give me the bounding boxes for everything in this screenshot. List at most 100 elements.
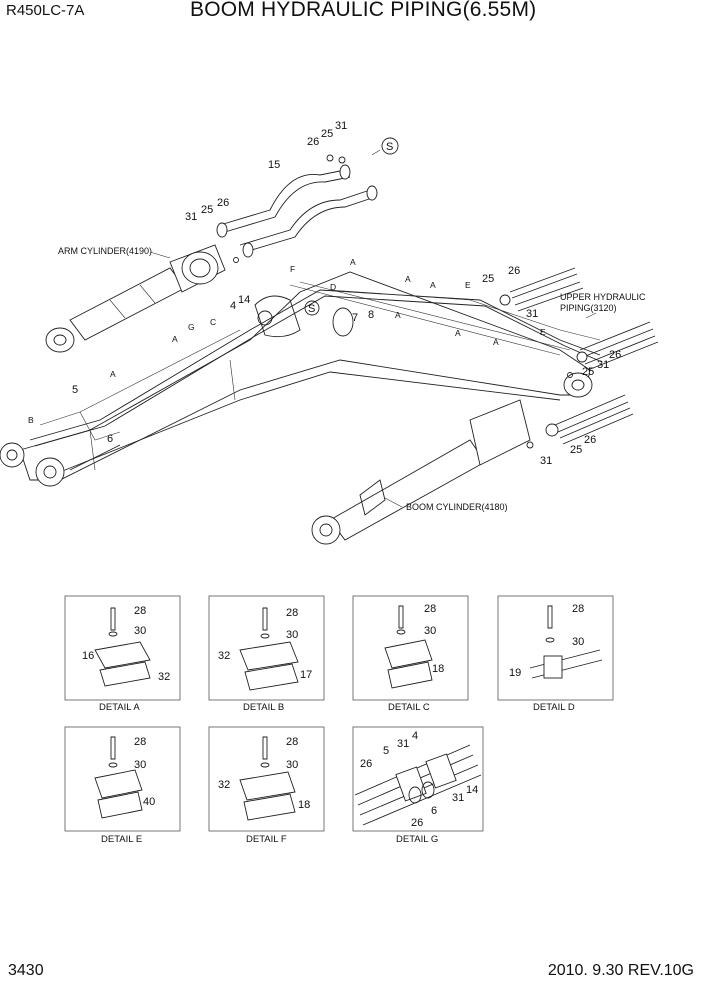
page-title: BOOM HYDRAULIC PIPING(6.55M) [190,0,537,21]
svg-text:16: 16 [82,650,94,662]
svg-text:6: 6 [107,433,113,445]
boom-structure [0,271,593,487]
svg-text:DETAIL A: DETAIL A [99,702,140,713]
svg-text:G: G [188,322,195,332]
svg-text:25: 25 [582,366,594,378]
svg-text:31: 31 [397,738,409,750]
svg-text:6: 6 [431,805,437,817]
detail-a: 28 30 16 32 DETAIL A [64,595,181,713]
svg-text:30: 30 [424,625,436,637]
detail-f: 28 30 32 18 DETAIL F [208,726,325,845]
svg-text:26: 26 [584,434,596,446]
svg-text:DETAIL G: DETAIL G [396,834,438,845]
svg-text:26: 26 [508,265,520,277]
svg-text:4: 4 [230,300,236,312]
svg-text:A: A [110,369,116,379]
revision-date: 2010. 9.30 REV.10G [547,962,694,979]
svg-text:26: 26 [411,817,423,829]
s-marker-boom: S [304,300,320,316]
svg-text:26: 26 [609,349,621,361]
svg-text:40: 40 [143,796,155,808]
detail-b: 28 30 32 17 DETAIL B [208,595,325,713]
svg-text:C: C [210,317,216,327]
detail-g: 4 5 31 26 6 31 14 26 DETAIL G [352,726,484,845]
svg-text:5: 5 [72,384,78,396]
svg-text:E: E [540,327,546,337]
svg-text:30: 30 [286,759,298,771]
svg-text:28: 28 [424,603,436,615]
arm-cylinder [45,244,226,353]
detail-d: 28 30 19 DETAIL D [497,595,614,713]
svg-text:DETAIL C: DETAIL C [388,702,430,713]
arm-cylinder-label: ARM CYLINDER(4190) [58,246,152,256]
hose-assembly-15 [216,154,378,263]
svg-text:18: 18 [298,799,310,811]
upper-piping-label-2: PIPING(3120) [560,303,617,313]
svg-text:8: 8 [368,309,374,321]
page-number: 3430 [8,962,44,979]
svg-text:28: 28 [286,736,298,748]
svg-text:26: 26 [360,758,372,770]
svg-text:31: 31 [526,308,538,320]
s-marker-top: S [371,137,399,156]
boom-cylinder-label: BOOM CYLINDER(4180) [406,502,508,512]
svg-text:A: A [405,274,411,284]
svg-text:25: 25 [321,128,333,140]
boom-cylinder [311,399,531,545]
svg-text:4: 4 [412,730,418,742]
svg-text:25: 25 [570,444,582,456]
svg-text:31: 31 [452,792,464,804]
svg-text:30: 30 [572,636,584,648]
svg-text:31: 31 [335,120,347,132]
svg-text:A: A [172,334,178,344]
svg-text:D: D [330,282,336,292]
callouts: 31 25 26 15 31 25 26 4 14 5 6 7 8 25 26 … [28,120,621,467]
svg-text:15: 15 [268,159,280,171]
svg-text:S: S [386,141,393,153]
svg-text:S: S [308,303,315,315]
svg-text:32: 32 [218,650,230,662]
upper-piping-label-1: UPPER HYDRAULIC [560,292,646,302]
boom-pipes [29,289,603,447]
svg-text:25: 25 [201,204,213,216]
svg-text:32: 32 [158,671,170,683]
svg-text:B: B [28,415,34,425]
svg-text:7: 7 [352,312,358,324]
svg-text:14: 14 [466,784,478,796]
svg-text:A: A [455,328,461,338]
svg-text:28: 28 [572,603,584,615]
svg-text:DETAIL D: DETAIL D [533,702,575,713]
detail-e: 28 30 40 DETAIL E [64,726,181,845]
svg-text:A: A [395,310,401,320]
svg-text:26: 26 [307,136,319,148]
svg-text:28: 28 [134,736,146,748]
svg-text:19: 19 [509,667,521,679]
svg-text:26: 26 [217,197,229,209]
svg-text:31: 31 [185,211,197,223]
svg-text:30: 30 [134,625,146,637]
svg-text:DETAIL B: DETAIL B [243,702,284,713]
detail-c: 28 30 18 DETAIL C [352,595,469,713]
svg-text:28: 28 [134,605,146,617]
svg-text:31: 31 [597,359,609,371]
svg-text:A: A [493,337,499,347]
svg-text:30: 30 [134,759,146,771]
svg-text:DETAIL E: DETAIL E [101,834,142,845]
model-number: R450LC-7A [6,2,85,19]
svg-text:17: 17 [300,669,312,681]
svg-text:F: F [290,264,295,274]
svg-text:E: E [465,280,471,290]
svg-text:31: 31 [540,455,552,467]
svg-text:18: 18 [432,663,444,675]
upper-hoses [499,267,659,449]
svg-text:DETAIL F: DETAIL F [246,834,287,845]
svg-text:25: 25 [482,273,494,285]
svg-text:32: 32 [218,779,230,791]
svg-text:A: A [350,257,356,267]
svg-text:28: 28 [286,607,298,619]
svg-text:14: 14 [238,294,250,306]
svg-text:5: 5 [383,745,389,757]
svg-text:30: 30 [286,629,298,641]
svg-text:A: A [430,280,436,290]
